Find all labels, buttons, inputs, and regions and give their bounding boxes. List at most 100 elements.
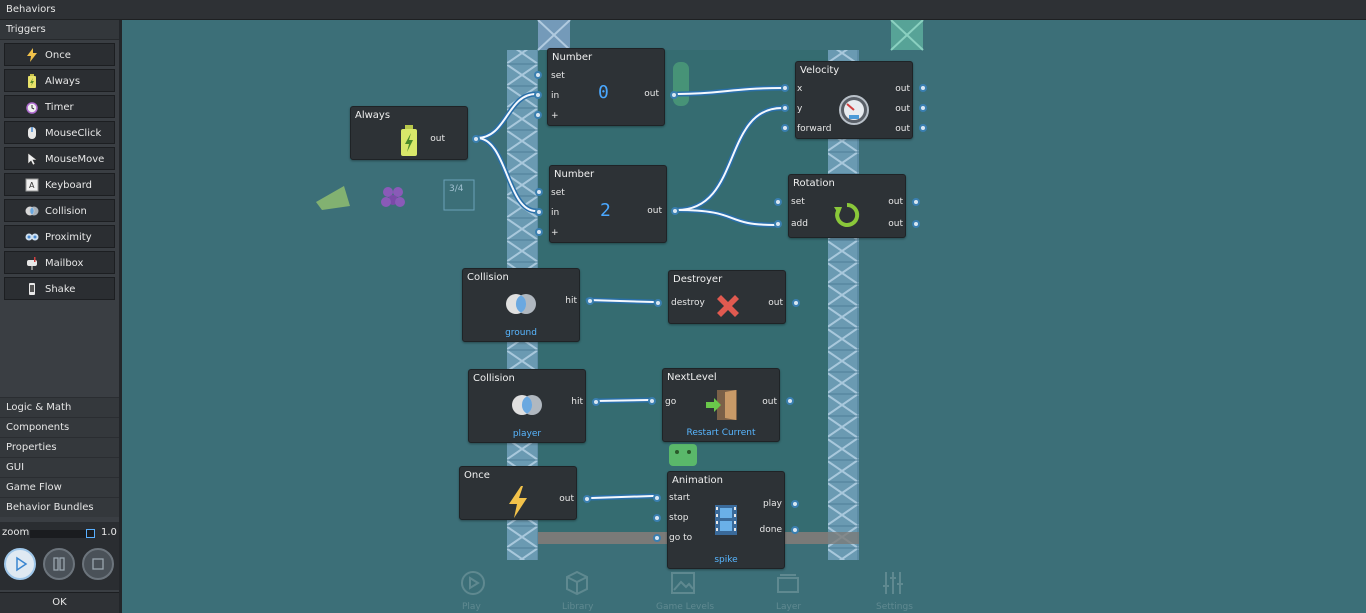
fraction-label: 3/4 (449, 184, 464, 194)
port-out-y[interactable] (919, 104, 927, 112)
category-components[interactable]: Components (0, 417, 119, 437)
port-label-add: add (791, 219, 808, 229)
port-destroy[interactable] (654, 299, 662, 307)
zoom-slider-handle[interactable] (86, 529, 95, 538)
number-node-1[interactable]: Number set in + 0 out (534, 48, 678, 126)
bottom-toolbar-ghost: Play Library Game Levels Layer Settings (122, 568, 1366, 613)
trigger-once[interactable]: Once (4, 43, 115, 66)
port-set[interactable] (534, 71, 542, 79)
collision-node-ground[interactable]: Collision hit ground (462, 268, 594, 342)
port-done[interactable] (791, 526, 799, 534)
category-properties[interactable]: Properties (0, 437, 119, 457)
port-out[interactable] (792, 299, 800, 307)
play-button[interactable] (4, 548, 36, 580)
port-out-forward[interactable] (919, 124, 927, 132)
trigger-collision[interactable]: Collision (4, 199, 115, 222)
rotation-node[interactable]: Rotation set add out out (774, 174, 920, 238)
port-label-out: out (888, 219, 903, 229)
port-out-x[interactable] (919, 84, 927, 92)
ghost-label: Layer (776, 602, 802, 612)
port-out[interactable] (583, 495, 591, 503)
trigger-proximity[interactable]: Proximity (4, 225, 115, 248)
category-label: Components (6, 422, 70, 433)
cheese-sprite (316, 186, 350, 210)
port-label-play: play (762, 499, 782, 509)
nextlevel-mode: Restart Current (686, 428, 756, 438)
trigger-timer[interactable]: Timer (4, 95, 115, 118)
port-play[interactable] (791, 500, 799, 508)
destroyer-node[interactable]: Destroyer destroy out (654, 270, 800, 324)
port-in[interactable] (535, 208, 543, 216)
trigger-label: Proximity (45, 232, 92, 243)
port-add[interactable] (774, 220, 782, 228)
ok-button[interactable]: OK (0, 592, 119, 613)
cube-icon (566, 570, 588, 596)
port-label-done: done (759, 525, 782, 535)
port-set[interactable] (535, 188, 543, 196)
trigger-keyboard[interactable]: A Keyboard (4, 173, 115, 196)
category-game-flow[interactable]: Game Flow (0, 477, 119, 497)
port-label-hit: hit (571, 397, 583, 407)
trigger-mousemove[interactable]: MouseMove (4, 147, 115, 170)
trigger-mouseclick[interactable]: MouseClick (4, 121, 115, 144)
grapes-sprite (381, 187, 405, 207)
port-go[interactable] (648, 397, 656, 405)
ghost-label: Library (562, 602, 594, 612)
pause-button[interactable] (43, 548, 75, 580)
collision-node-player[interactable]: Collision hit player (468, 369, 600, 443)
port-out-add[interactable] (912, 220, 920, 228)
port-out[interactable] (671, 207, 679, 215)
port-out[interactable] (670, 91, 678, 99)
velocity-node[interactable]: Velocity x y forward out out out (781, 61, 927, 139)
play-circle-icon (461, 571, 485, 595)
port-hit[interactable] (592, 398, 600, 406)
animation-node[interactable]: Animation start stop go to play done spi… (653, 471, 799, 569)
behavior-canvas[interactable]: 3/4 (122, 20, 1366, 613)
overlap-circles-icon (25, 206, 39, 216)
nextlevel-node[interactable]: NextLevel go out Restart Current (648, 368, 794, 442)
category-behavior-bundles[interactable]: Behavior Bundles (0, 497, 119, 517)
port-out[interactable] (786, 397, 794, 405)
triggers-header[interactable]: Triggers (0, 20, 119, 40)
node-title: Animation (672, 475, 723, 486)
triggers-label: Triggers (6, 24, 46, 35)
trigger-mailbox[interactable]: Mailbox (4, 251, 115, 274)
port-stop[interactable] (653, 514, 661, 522)
trigger-label: MouseClick (45, 128, 102, 139)
battery-icon (28, 74, 36, 88)
port-plus[interactable] (534, 111, 542, 119)
trigger-always[interactable]: Always (4, 69, 115, 92)
mailbox-icon (27, 257, 37, 270)
port-start[interactable] (653, 494, 661, 502)
port-forward[interactable] (781, 124, 789, 132)
proximity-icon (25, 233, 39, 241)
port-plus[interactable] (535, 228, 543, 236)
category-logic-math[interactable]: Logic & Math (0, 397, 119, 417)
port-hit[interactable] (586, 297, 594, 305)
category-gui[interactable]: GUI (0, 457, 119, 477)
port-label-out: out (559, 494, 574, 504)
port-label-out: out (895, 104, 910, 114)
zoom-label: zoom (2, 527, 30, 538)
port-x[interactable] (781, 84, 789, 92)
once-node[interactable]: Once out (459, 466, 591, 520)
trigger-shake[interactable]: Shake (4, 277, 115, 300)
port-goto[interactable] (653, 534, 661, 542)
zoom-slider-track[interactable] (30, 530, 94, 538)
port-label-out: out (762, 397, 777, 407)
always-node[interactable]: Always out (350, 106, 480, 160)
stop-button[interactable] (82, 548, 114, 580)
trigger-label: Collision (45, 206, 87, 217)
number-value: 0 (598, 82, 609, 103)
number-node-2[interactable]: Number set in + 2 out (535, 165, 679, 243)
zoom-value: 1.0 (101, 527, 117, 538)
lightning-icon (509, 486, 527, 518)
port-set[interactable] (774, 198, 782, 206)
port-y[interactable] (781, 104, 789, 112)
port-in[interactable] (534, 91, 542, 99)
play-icon (16, 556, 28, 572)
svg-text:A: A (29, 181, 35, 190)
port-out[interactable] (472, 135, 480, 143)
port-out-set[interactable] (912, 198, 920, 206)
